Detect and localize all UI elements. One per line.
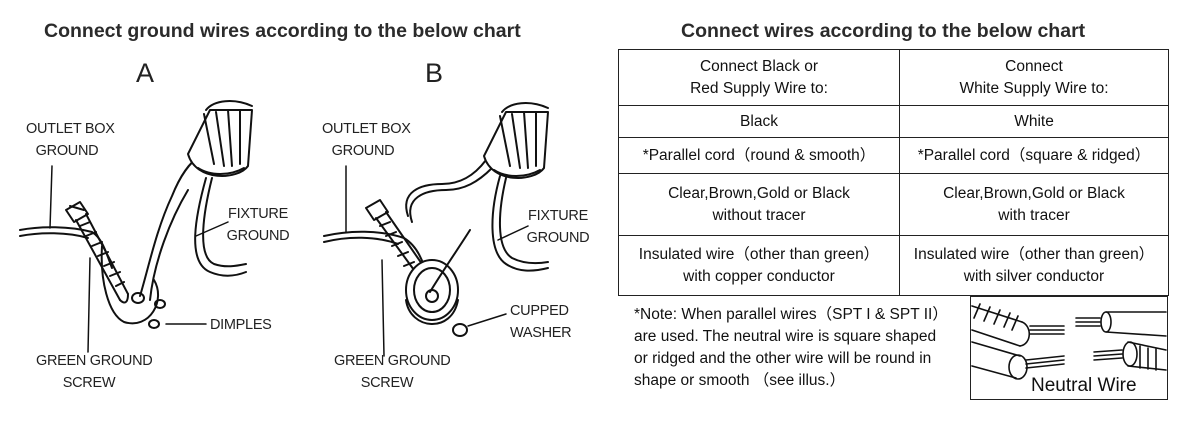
table-cell: Insulated wire（other than green） with co… (618, 235, 900, 296)
wire-nut-icon-b (483, 102, 549, 179)
diagram-b-letter: B (425, 58, 444, 88)
header-black-red: Connect Black or Red Supply Wire to: (618, 49, 900, 106)
table-cell: Insulated wire（other than green） with si… (899, 235, 1169, 296)
parallel-wire-note: *Note: When parallel wires（SPT I & SPT I… (634, 306, 948, 389)
neutral-wire-illustration (971, 303, 1167, 380)
table-row: Insulated wire（other than green） with co… (618, 235, 1169, 296)
table-cell: *Parallel cord（square & ridged） (899, 137, 1169, 174)
wire-connection-table: Connect Black or Red Supply Wire to: Con… (618, 49, 1169, 296)
wire-chart-title: Connect wires according to the below cha… (681, 20, 1086, 42)
table-row: *Parallel cord（round & smooth） *Parallel… (618, 137, 1169, 174)
outlet-box-ground-label-b: OUTLET BOX GROUND (322, 121, 411, 159)
diagram-b-art (323, 102, 549, 357)
table-cell: Black (618, 105, 900, 138)
green-ground-screw-icon-a (65, 201, 129, 304)
fixture-ground-label-a: FIXTURE GROUND (226, 206, 290, 244)
table-cell: White (899, 105, 1169, 138)
header-white: Connect White Supply Wire to: (899, 49, 1169, 106)
green-ground-screw-label-a: GREEN GROUND SCREW (36, 353, 153, 391)
neutral-wire-box (970, 296, 1168, 400)
green-ground-screw-icon-b (365, 199, 423, 271)
green-ground-screw-label-b: GREEN GROUND SCREW (334, 353, 451, 391)
diagram-a-letter: A (136, 58, 155, 88)
table-cell: *Parallel cord（round & smooth） (618, 137, 900, 174)
table-cell: Clear,Brown,Gold or Black without tracer (618, 173, 900, 236)
table-row: Clear,Brown,Gold or Black without tracer… (618, 173, 1169, 236)
table-header-row: Connect Black or Red Supply Wire to: Con… (618, 49, 1169, 106)
cupped-washer-label: CUPPED WASHER (510, 303, 572, 341)
wire-nut-icon-a (187, 100, 253, 177)
table-cell: Clear,Brown,Gold or Black with tracer (899, 173, 1169, 236)
diagram-a-art (19, 100, 253, 353)
fixture-ground-label-b: FIXTURE GROUND (526, 208, 590, 246)
ground-wire-title: Connect ground wires according to the be… (44, 20, 521, 42)
dimples-label: DIMPLES (210, 317, 272, 333)
outlet-box-ground-label-a: OUTLET BOX GROUND (26, 121, 115, 159)
cupped-washer-icon (405, 259, 468, 337)
dimples-icon (131, 292, 166, 329)
table-row: Black White (618, 105, 1169, 138)
neutral-wire-label: Neutral Wire (1031, 375, 1137, 396)
